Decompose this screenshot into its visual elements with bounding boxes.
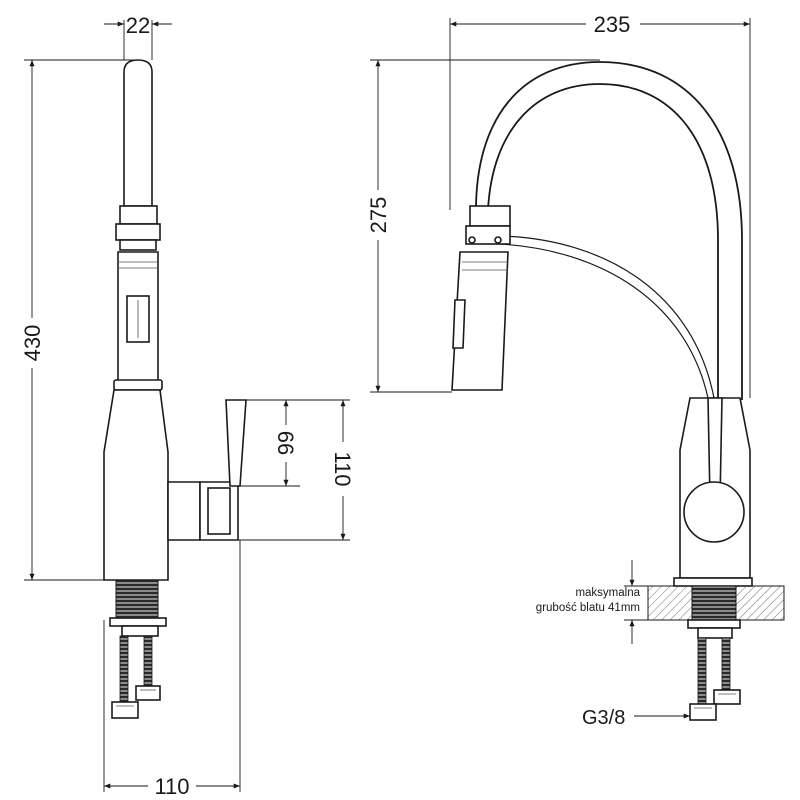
front-view (103, 59, 247, 719)
note-line2: grubość blatu 41mm (536, 602, 640, 614)
countertop (647, 585, 785, 721)
dim-spout-height: 275 (366, 197, 391, 234)
dim-lever-height: 66 (273, 431, 298, 455)
dim-reach: 235 (594, 12, 631, 37)
dim-base-width: 110 (154, 774, 189, 799)
front-dimensions: 22 430 66 110 110 (20, 13, 355, 799)
dim-spout-diameter: 22 (126, 13, 150, 38)
side-dimensions: 235 275 G3/8 (366, 12, 751, 729)
side-view (451, 61, 753, 587)
dim-total-height: 430 (20, 325, 45, 362)
dim-base-to-lever: 110 (330, 451, 355, 486)
note-line1: maksymalna (575, 587, 640, 599)
dim-thread: G3/8 (582, 707, 625, 729)
